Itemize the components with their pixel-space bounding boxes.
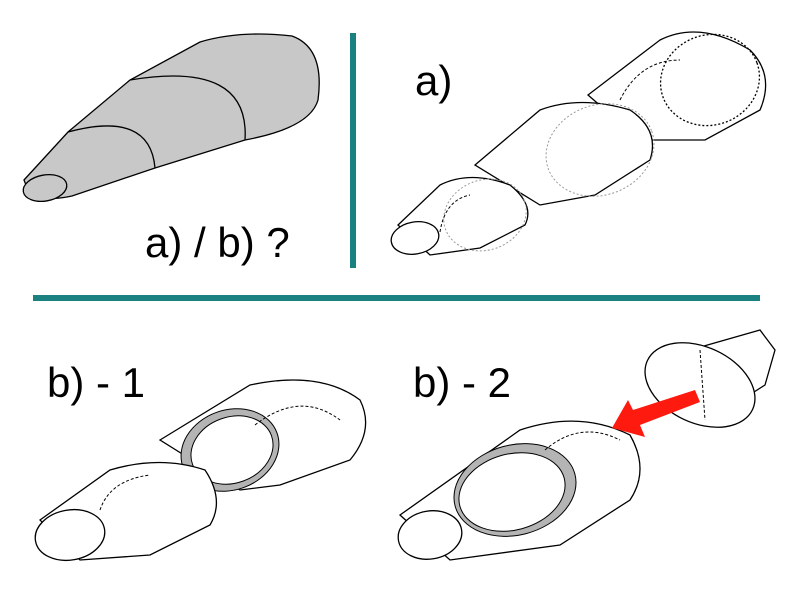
question-label: a) / b) ? bbox=[145, 219, 290, 266]
option-b2-label: b) - 2 bbox=[413, 359, 512, 406]
option-a-label: a) bbox=[415, 57, 453, 104]
horizontal-divider bbox=[33, 295, 760, 301]
vertical-divider bbox=[350, 33, 356, 268]
cylinder-b2 bbox=[397, 420, 641, 561]
option-b1-label: b) - 1 bbox=[47, 359, 146, 406]
tapered-body-solid bbox=[22, 33, 320, 203]
cylinders-b1 bbox=[34, 379, 367, 562]
segmented-body-a bbox=[390, 31, 767, 256]
insert-arrow bbox=[612, 390, 700, 437]
detached-cap bbox=[644, 329, 776, 428]
